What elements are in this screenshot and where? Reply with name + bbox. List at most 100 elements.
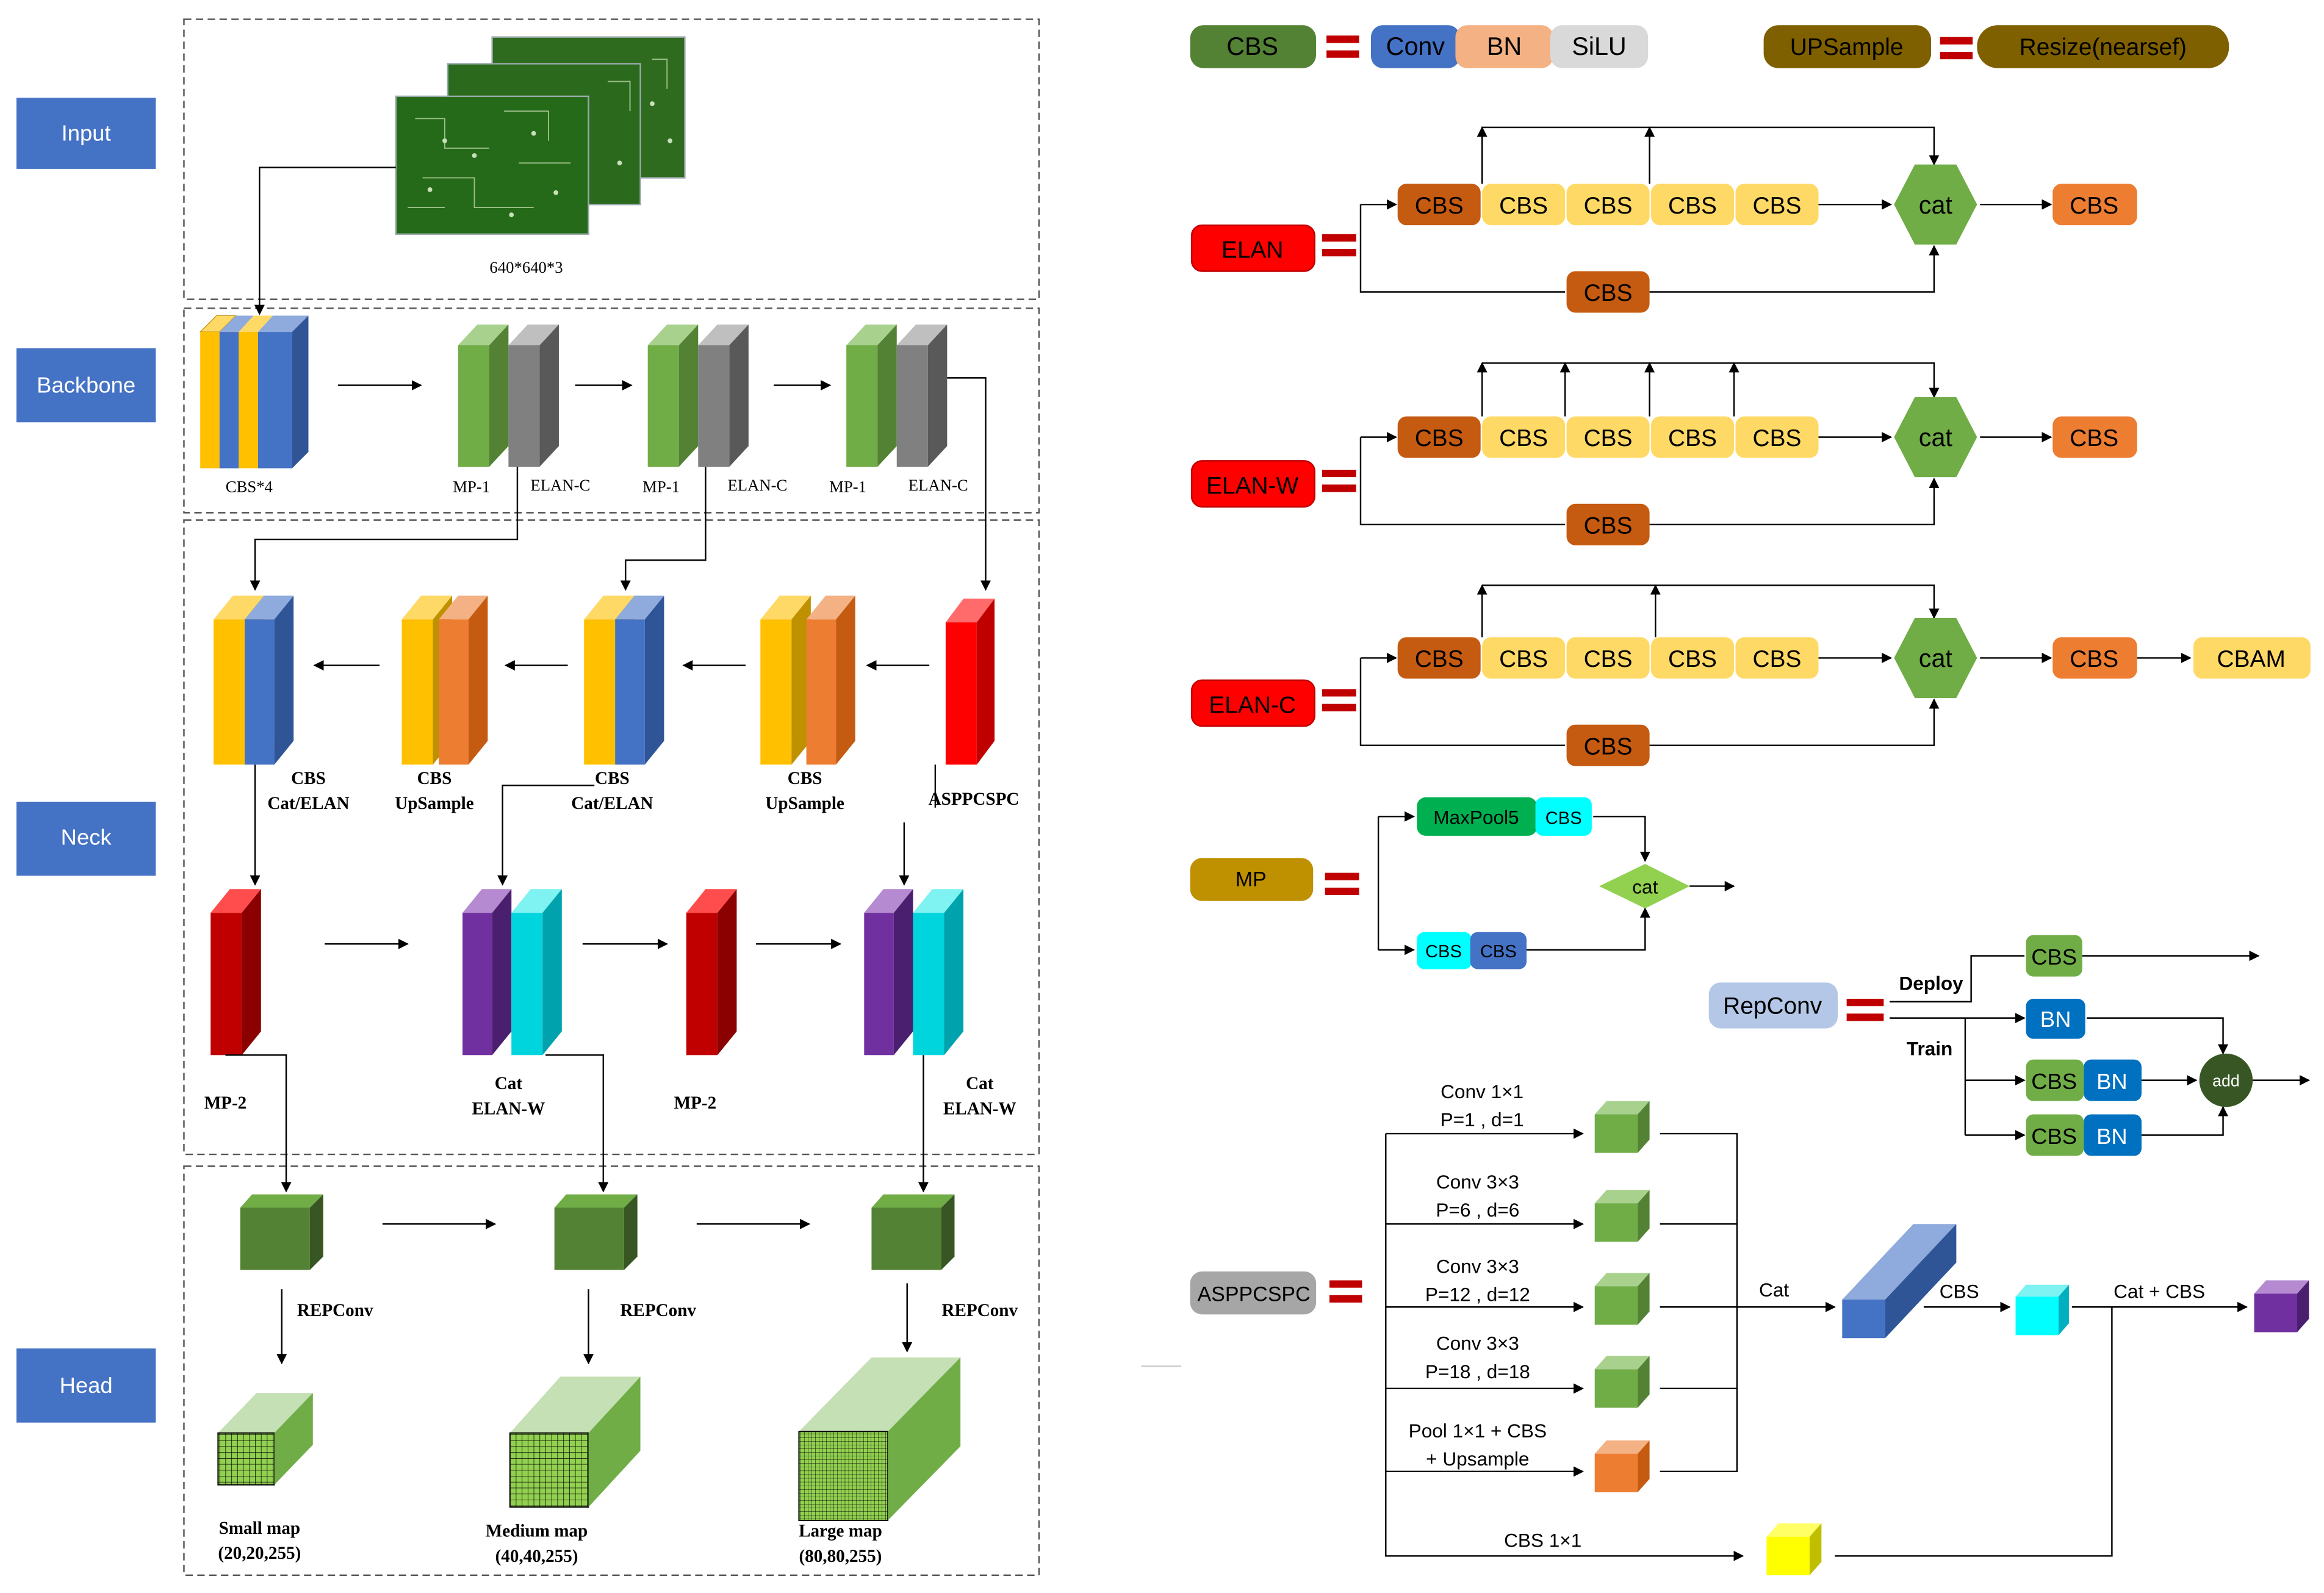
aspp-cube-2 [1594,1190,1650,1242]
elan-cbs-2: CBS [1499,193,1548,219]
mp-module: MP MaxPool5 CBS CBS CBS cat [1190,797,1735,969]
elan-c-cbs-3: CBS [1584,646,1633,672]
aspp-shortcut-cube [1766,1523,1822,1575]
elan-c-cbs-4: CBS [1668,646,1717,672]
neck-cat-elan-label-2: Cat/ELAN [571,794,653,813]
neck-cat-label-1: Cat [495,1074,523,1093]
neck-mp2-block-2 [686,889,737,1055]
legend-resize: Resize(nearsef) [1977,25,2229,68]
aspp-cat-bar [1842,1224,1957,1339]
elan-cbs-4: CBS [1668,193,1717,219]
input-arrow [254,167,396,315]
neck-cbs-label-2: CBS [417,769,452,788]
elan-w-cbs-4: CBS [1668,425,1717,451]
backbone-mp1-label-1: MP-1 [453,477,490,495]
aspp-branch3-b: P=12 , d=12 [1425,1284,1530,1306]
head-repconv-cube-1 [240,1194,323,1270]
large-map-dims: (80,80,255) [799,1547,882,1566]
head-repconv-label-3: REPConv [941,1301,1018,1320]
mp-maxpool: MaxPool5 [1433,806,1519,828]
medium-map-label: Medium map [486,1522,588,1541]
legend-bn-text: BN [1487,32,1522,60]
aspp-branch1-a: Conv 1×1 [1441,1081,1524,1102]
equal-sign-legend-2 [1940,37,1973,60]
asppcspc-label: ASPPCSPC [1197,1283,1310,1306]
mp-cbs-bottom-2: CBS [1480,942,1517,962]
neck-asppcspc-label: ASPPCSPC [929,789,1020,809]
aspp-branch2-a: Conv 3×3 [1436,1171,1519,1193]
repconv-bn: BN [2040,1007,2071,1032]
head-repconv-label-1: REPConv [297,1301,373,1320]
side-label-neck: Neck [16,802,156,876]
side-label-input: Input [16,98,156,169]
head-frame [183,1165,1040,1577]
section-frames [183,18,1040,1577]
asppcspc-module: ASPPCSPC Conv 1×1 P=1 , d=1 Conv 3×3 P=6… [1190,1081,2309,1575]
aspp-shortcut-label: CBS 1×1 [1504,1530,1581,1552]
side-label-head: Head [16,1348,156,1423]
backbone-elanc-label-2: ELAN-C [727,476,787,494]
backbone-mp1-label-2: MP-1 [642,477,680,495]
head-repconv-cube-2 [554,1194,638,1270]
elan-c-cbs-5: CBS [1753,646,1802,672]
aspp-branch5-a: Pool 1×1 + CBS [1409,1420,1547,1442]
elan-cbs-5: CBS [1753,193,1802,219]
elan-cbs-shortcut: CBS [1584,280,1633,306]
input-size-label: 640*640*3 [489,258,563,276]
backbone-cbs4-block [199,315,309,469]
aspp-cube-4 [1594,1356,1650,1408]
pcb-input-images [395,36,686,235]
elan-c-cat: cat [1919,644,1953,672]
elan-cbs-out: CBS [2070,193,2118,219]
aspp-branch4-a: Conv 3×3 [1436,1332,1519,1354]
elan-w-cat: cat [1919,423,1953,451]
aspp-branch4-b: P=18 , d=18 [1425,1361,1530,1383]
repconv-train-label: Train [1907,1037,1952,1059]
backbone-mp1-label-3: MP-1 [829,477,866,495]
side-label-backbone: Backbone [16,348,156,423]
backbone-neck-connectors [250,377,991,591]
neck-cbs-cat-elan-2 [584,595,664,765]
neck-cat-elanw-block-2 [864,889,964,1055]
legend-resize-text: Resize(nearsef) [2020,34,2187,60]
aspp-cat-label: Cat [1759,1279,1789,1301]
elan-c-label: ELAN-C [1209,692,1296,718]
mp-cbs-top: CBS [1545,808,1582,828]
mp-label: MP [1236,868,1267,891]
medium-map-cube [509,1376,641,1508]
neck-cat-elan-label-1: Cat/ELAN [267,794,349,813]
small-map-dims: (20,20,255) [218,1544,301,1563]
elan-cbs-1: CBS [1415,193,1464,219]
legend-upsample-text: UPSample [1790,34,1904,60]
mp-cat: cat [1632,876,1658,898]
legend-cbs-text: CBS [1226,32,1278,60]
neck-cbs-upsample-2 [760,595,855,765]
mp-cbs-bottom-1: CBS [1425,942,1462,962]
repconv-deploy-label: Deploy [1899,972,1963,994]
aspp-cbs-cube [2015,1284,2069,1336]
legend-silu-text: SiLU [1572,32,1626,60]
repconv-train-bn-2: BN [2096,1124,2128,1149]
neck-elanw-label-1: ELAN-W [472,1099,545,1118]
small-map-label: Small map [219,1519,301,1538]
head-repconv-label-2: REPConv [620,1301,696,1320]
aspp-cube-3 [1594,1273,1650,1325]
repconv-label: RepConv [1723,993,1822,1019]
legend-conv-text: Conv [1386,32,1445,60]
legend-upsample: UPSample [1763,25,1932,68]
elan-c-cbs-2: CBS [1499,646,1548,672]
elan-w-cbs-shortcut: CBS [1584,512,1633,539]
backbone-elanc-label-1: ELAN-C [530,476,590,494]
backbone-frame [183,307,1040,514]
side-label-backbone-text: Backbone [37,373,135,398]
repconv-deploy-cbs: CBS [2031,944,2077,969]
legend-bn: BN [1455,25,1553,68]
side-label-head-text: Head [60,1373,113,1398]
backbone-mp1-elanc-2 [647,324,749,467]
neck-upsample-label-1: UpSample [395,794,474,813]
aspp-branch5-b: + Upsample [1426,1448,1529,1470]
neck-cat-label-2: Cat [966,1074,994,1093]
equal-sign-legend-1 [1326,35,1359,58]
